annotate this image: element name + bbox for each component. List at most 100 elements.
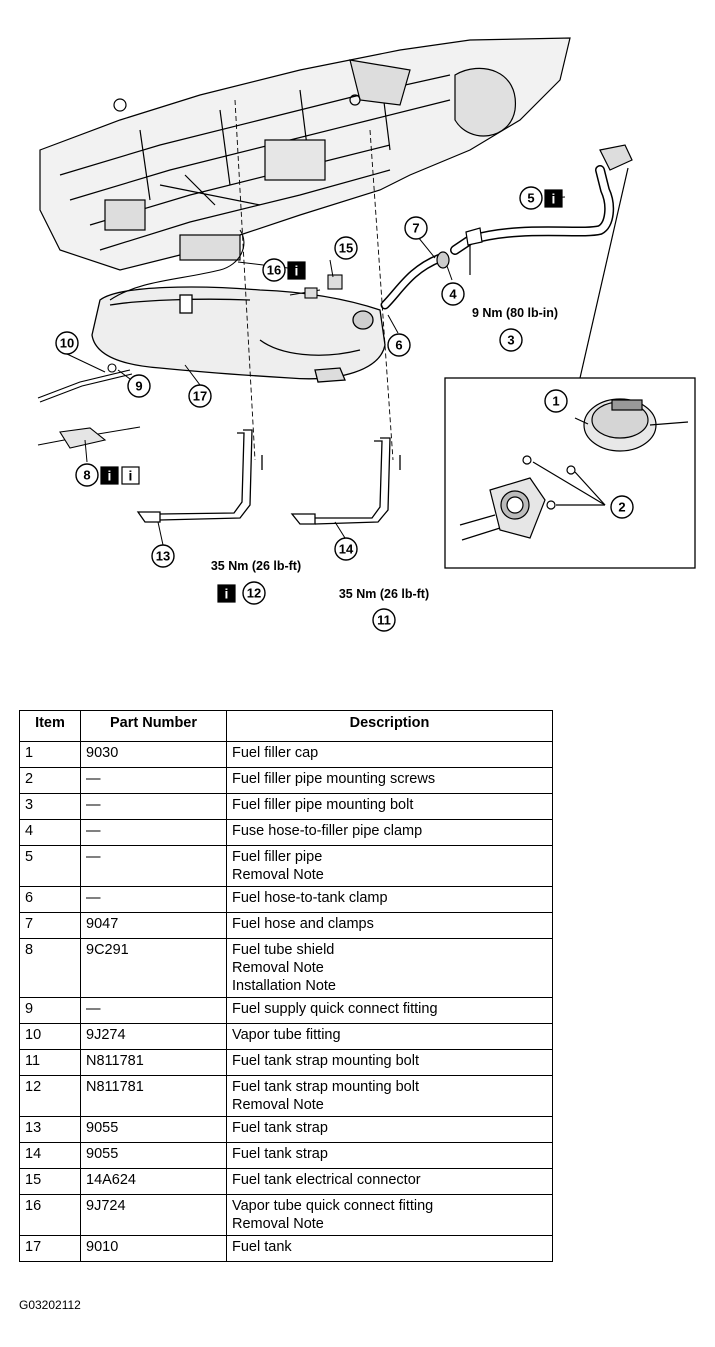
callout-circle (262, 258, 286, 282)
callout-2: 2 (610, 495, 634, 519)
callout-14: 14 (334, 537, 358, 561)
item-number-cell: 14 (19, 1142, 81, 1169)
description-line: Fuel tank electrical connector (232, 1172, 421, 1188)
callout-circle (544, 389, 568, 413)
item-number-cell: 2 (19, 767, 81, 794)
callout-number: 6 (395, 338, 402, 353)
part-number-cell: 9C291 (80, 938, 227, 998)
part-number-cell: — (80, 886, 227, 913)
header-part-number: Part Number (80, 710, 227, 742)
info-icon-glyph: i (295, 263, 299, 279)
description-cell: Fuse hose-to-filler pipe clamp (226, 819, 553, 846)
table-row: 2— Fuel filler pipe mounting screws (19, 767, 553, 794)
callout-9: 9 (127, 374, 151, 398)
fuel-tank-drawing (91, 286, 386, 383)
description-line: Fuel hose and clamps (232, 916, 374, 932)
vehicle-underbody (39, 37, 571, 271)
description-cell: Vapor tube fitting (226, 1023, 553, 1050)
item-number-cell: 7 (19, 912, 81, 939)
description-cell: Fuel tank strap mounting bolt (226, 1049, 553, 1076)
callout-circle (404, 216, 428, 240)
callout-circle (55, 331, 79, 355)
description-line: Fuel tube shield (232, 942, 335, 958)
callout-number: 12 (247, 586, 261, 601)
description-line: Installation Note (232, 978, 336, 994)
callout-number: 7 (412, 221, 419, 236)
description-line: Fuel filler pipe mounting bolt (232, 797, 414, 813)
callout-number: 15 (339, 241, 353, 256)
description-line: Vapor tube fitting (232, 1027, 341, 1043)
description-cell: Fuel filler pipe mounting bolt (226, 793, 553, 820)
callout-circle (499, 328, 523, 352)
item-number-cell: 17 (19, 1235, 81, 1262)
part-number-cell: 9055 (80, 1116, 227, 1143)
header-description: Description (226, 710, 553, 742)
item-number-cell: 1 (19, 741, 81, 768)
torque-label-bolt-12: 35 Nm (26 lb-ft) (211, 559, 301, 573)
callout-circle (387, 333, 411, 357)
description-line: Vapor tube quick connect fitting (232, 1198, 434, 1214)
item-number-cell: 16 (19, 1194, 81, 1236)
callout-15: 15 (334, 236, 358, 260)
filler-hose-and-pipe (380, 144, 633, 310)
torque-label-bolt-3: 9 Nm (80 lb-in) (472, 306, 558, 320)
callout-17: 17 (188, 384, 212, 408)
part-number-cell: — (80, 767, 227, 794)
description-line: Removal Note (232, 960, 324, 976)
callout-3: 3 (499, 328, 523, 352)
description-cell: Fuel tank electrical connector (226, 1168, 553, 1195)
callout-number: 14 (339, 542, 354, 557)
item-number-cell: 4 (19, 819, 81, 846)
description-line: Fuel tank strap (232, 1120, 328, 1136)
item-number-cell: 9 (19, 997, 81, 1024)
alignment-lines (234, 99, 394, 461)
callout-number: 3 (507, 333, 514, 348)
description-line: Fuel tank strap mounting bolt (232, 1053, 419, 1069)
description-cell: Fuel tank (226, 1235, 553, 1262)
figure-id: G03202112 (19, 1298, 81, 1312)
callout-number: 1 (552, 394, 559, 409)
part-number-cell: 9J724 (80, 1194, 227, 1236)
info-icon (287, 261, 306, 280)
part-number-cell: 9030 (80, 741, 227, 768)
callout-circle (75, 463, 99, 487)
torque-label-bolt-11: 35 Nm (26 lb-ft) (339, 587, 429, 601)
callout-number: 5 (527, 191, 534, 206)
callout-11: 11 (372, 608, 396, 632)
table-row: 9—Fuel supply quick connect fitting (19, 997, 553, 1024)
callout-13: 13 (151, 544, 175, 568)
callout-10: 10 (55, 331, 79, 355)
description-cell: Fuel filler pipe mounting screws (226, 767, 553, 794)
description-line: Fuel filler pipe mounting screws (232, 771, 436, 787)
callout-number: 8 (83, 468, 90, 483)
item-number-cell: 5 (19, 845, 81, 887)
part-number-cell: N811781 (80, 1049, 227, 1076)
part-number-cell: — (80, 819, 227, 846)
part-number-cell: — (80, 845, 227, 887)
description-line: Fuel tank strap (232, 1146, 328, 1162)
callout-circle (519, 186, 543, 210)
callout-6: 6 (387, 333, 411, 357)
description-cell: Fuel supply quick connect fitting (226, 997, 553, 1024)
info-icon (217, 584, 236, 603)
part-number-cell: 9010 (80, 1235, 227, 1262)
info-icon (100, 466, 119, 485)
description-line: Removal Note (232, 867, 324, 883)
callout-number: 17 (193, 389, 207, 404)
part-number-cell: — (80, 793, 227, 820)
part-number-cell: — (80, 997, 227, 1024)
description-line: Fuel tank strap mounting bolt (232, 1079, 419, 1095)
